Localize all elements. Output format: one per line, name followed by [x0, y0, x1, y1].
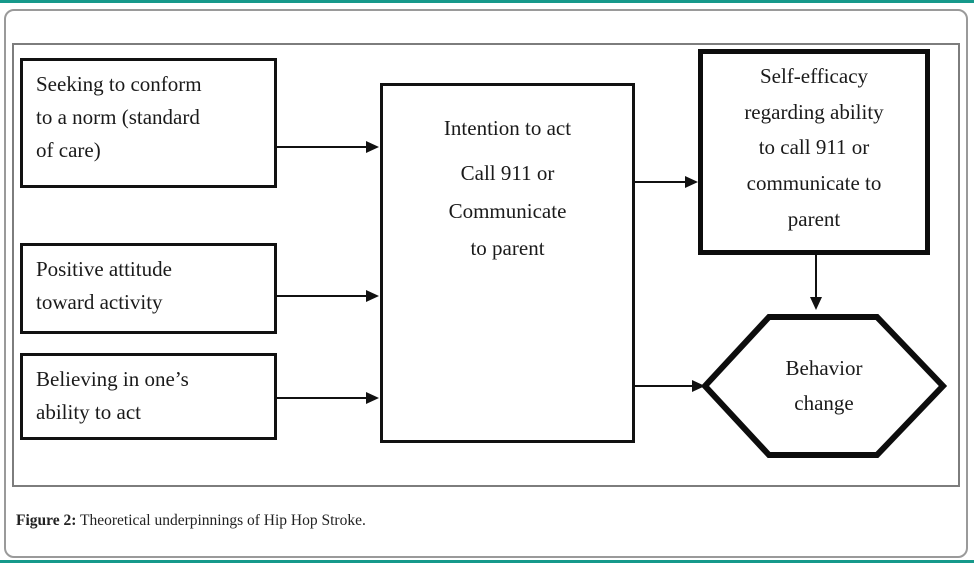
caption-label: Figure 2:	[16, 512, 77, 529]
arrow-attitude-to-intention	[277, 295, 366, 297]
arrowhead-intention-to-selfefficacy	[685, 176, 698, 188]
intention-title: Intention to act	[443, 116, 572, 140]
arrowhead-selfefficacy-to-behavior	[810, 297, 822, 310]
arrowhead-seeking-to-intention	[366, 141, 379, 153]
arrowhead-believing-to-intention	[366, 392, 379, 404]
intention-subtitle: Call 911 or Communicate to parent	[448, 161, 567, 260]
arrow-intention-to-selfefficacy	[635, 181, 685, 183]
arrowhead-intention-to-behavior	[692, 380, 705, 392]
arrow-seeking-to-intention	[277, 146, 366, 148]
arrowhead-attitude-to-intention	[366, 290, 379, 302]
arrow-believing-to-intention	[277, 397, 366, 399]
box-self-efficacy: Self-efficacy regarding ability to call …	[698, 49, 930, 255]
box-positive-attitude: Positive attitude toward activity	[20, 243, 277, 334]
caption-text: Theoretical underpinnings of Hip Hop Str…	[76, 512, 366, 529]
hexagon-behavior-change-label: Behavior change	[785, 356, 863, 415]
box-seeking-norm: Seeking to conform to a norm (standard o…	[20, 58, 277, 188]
hexagon-behavior-change-shape	[701, 314, 947, 458]
bottom-accent-line	[0, 560, 974, 563]
arrow-selfefficacy-to-behavior	[815, 255, 817, 297]
box-believing-ability: Believing in one’s ability to act	[20, 353, 277, 440]
figure-caption: Figure 2: Theoretical underpinnings of H…	[16, 512, 366, 530]
box-intention: Intention to act Call 911 or Communicate…	[380, 83, 635, 443]
top-accent-line	[0, 0, 974, 3]
arrow-intention-to-behavior	[635, 385, 692, 387]
